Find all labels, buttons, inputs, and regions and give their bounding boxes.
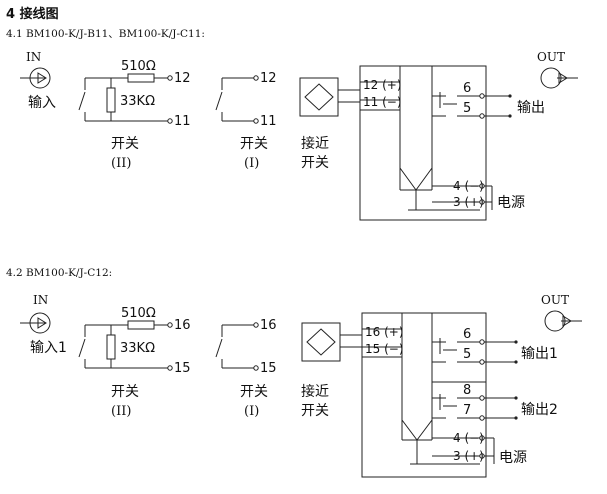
proximity-label-1-2: 接近 bbox=[301, 383, 329, 400]
resistor-33k-icon bbox=[106, 87, 116, 113]
section1-diagram: IN 输入 510Ω 33KΩ 12 11 开关 (II) bbox=[20, 50, 578, 221]
switch-ii-paren: (II) bbox=[111, 156, 131, 171]
out-label: OUT bbox=[537, 50, 565, 64]
switch-ii-label-2: 开关 bbox=[111, 384, 139, 400]
resistor2-label: 33KΩ bbox=[120, 94, 155, 109]
out-terminal-7: 7 bbox=[463, 403, 471, 418]
section2-subtitle: 4.2 BM100-K/J-C12: bbox=[6, 267, 112, 279]
switch-i-terminal-15: 15 bbox=[260, 361, 277, 376]
resistor-510-icon bbox=[127, 320, 155, 330]
terminal-16-label: 16 bbox=[174, 318, 191, 333]
terminal-12-label: 12 bbox=[174, 71, 191, 86]
box-terminal-11-minus: 11 (−) bbox=[363, 95, 402, 109]
proximity-label-2: 开关 bbox=[301, 155, 329, 171]
proximity-label-2-2: 开关 bbox=[301, 403, 329, 419]
output-signal-icon bbox=[540, 67, 578, 89]
switch-i-circuit-2 bbox=[215, 322, 259, 371]
box-terminal-12-plus: 12 (+) bbox=[363, 78, 402, 92]
power-terminal-3-2: 3 (+) bbox=[453, 449, 484, 463]
box-terminal-16-plus: 16 (+) bbox=[365, 325, 404, 339]
section1-subtitle: 4.1 BM100-K/J-B11、BM100-K/J-C11: bbox=[6, 28, 205, 40]
switch-i-paren-2: (I) bbox=[244, 404, 259, 419]
output1-label: 输出1 bbox=[521, 346, 558, 362]
switch-ii-circuit bbox=[78, 73, 173, 124]
input1-label: 输入1 bbox=[30, 340, 67, 356]
switch-ii-paren-2: (II) bbox=[111, 404, 131, 419]
switch-ii-circuit-2 bbox=[78, 320, 173, 371]
in-label-2: IN bbox=[33, 293, 48, 307]
out-terminal-8: 8 bbox=[463, 383, 471, 398]
power-terminal-4: 4 (−) bbox=[453, 179, 484, 193]
section-title: 4 接线图 bbox=[6, 6, 59, 22]
terminal-11-label: 11 bbox=[174, 114, 191, 129]
switch-i-label-2: 开关 bbox=[240, 384, 268, 400]
out-terminal-6: 6 bbox=[463, 81, 471, 96]
out-terminal-6-2: 6 bbox=[463, 327, 471, 342]
isolator-module bbox=[359, 65, 512, 221]
switch-ii-label: 开关 bbox=[111, 136, 139, 152]
resistor-510-icon bbox=[127, 73, 155, 83]
proximity-sensor-icon bbox=[299, 77, 360, 117]
switch-i-terminal-11: 11 bbox=[260, 114, 277, 129]
input-signal-icon bbox=[20, 312, 51, 334]
resistor1-label-2: 510Ω bbox=[121, 306, 156, 321]
switch-i-circuit bbox=[215, 75, 259, 124]
out-terminal-5-2: 5 bbox=[463, 347, 471, 362]
out-terminal-5: 5 bbox=[463, 101, 471, 116]
isolator-module-2 bbox=[361, 312, 518, 478]
output-label: 输出 bbox=[517, 100, 545, 116]
resistor2-label-2: 33KΩ bbox=[120, 341, 155, 356]
section2-diagram: IN 输入1 510Ω 33KΩ 16 15 开关 (II) bbox=[20, 293, 582, 478]
output2-label: 输出2 bbox=[521, 402, 558, 418]
output-signal-icon bbox=[544, 310, 582, 332]
in-label: IN bbox=[26, 50, 41, 64]
out-label-2: OUT bbox=[541, 293, 569, 307]
power-label: 电源 bbox=[497, 195, 525, 211]
proximity-sensor-icon bbox=[301, 322, 362, 362]
switch-i-terminal-12: 12 bbox=[260, 71, 277, 86]
power-label-2: 电源 bbox=[499, 450, 527, 466]
terminal-15-label: 15 bbox=[174, 361, 191, 376]
input-label: 输入 bbox=[28, 95, 56, 111]
power-terminal-3: 3 (+) bbox=[453, 195, 484, 209]
switch-i-paren: (I) bbox=[244, 156, 259, 171]
resistor1-label: 510Ω bbox=[121, 59, 156, 74]
proximity-label-1: 接近 bbox=[301, 135, 329, 152]
input-signal-icon bbox=[20, 67, 51, 89]
resistor-33k-icon bbox=[106, 334, 116, 360]
box-terminal-15-minus: 15 (−) bbox=[365, 342, 404, 356]
switch-i-label: 开关 bbox=[240, 136, 268, 152]
switch-i-terminal-16: 16 bbox=[260, 318, 277, 333]
power-terminal-4-2: 4 (−) bbox=[453, 431, 484, 445]
